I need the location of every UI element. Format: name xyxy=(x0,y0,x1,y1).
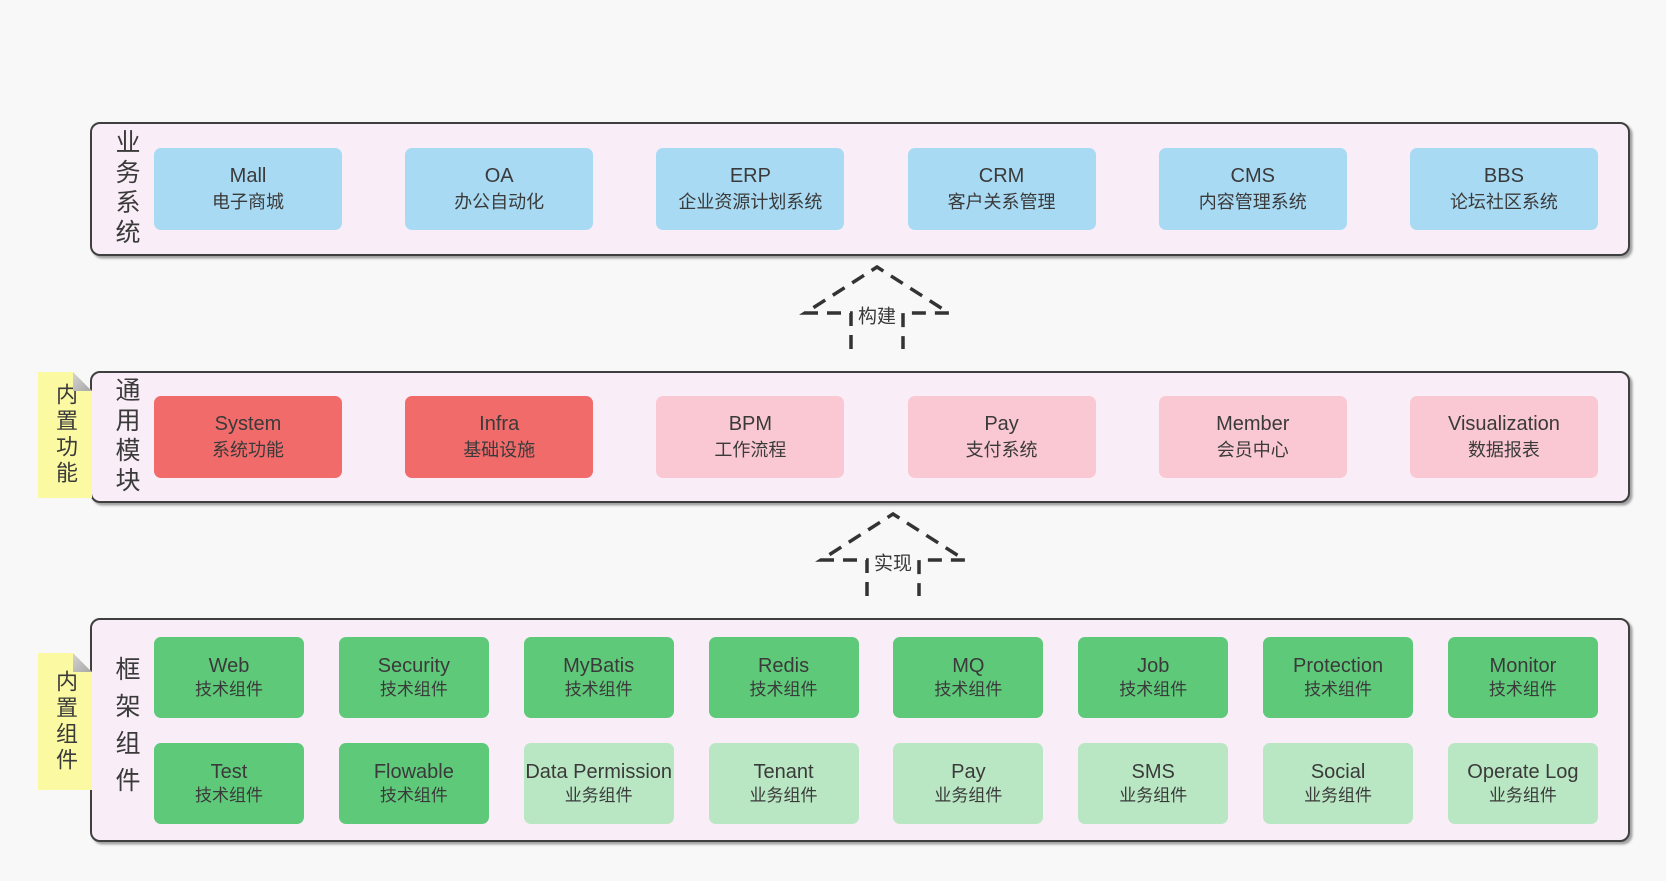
arrow-build-label: 构建 xyxy=(853,299,901,331)
box-flowable: Flowable 技术组件 xyxy=(338,742,489,824)
box-operate-log: Operate Log 业务组件 xyxy=(1447,742,1598,824)
box-job: Job 技术组件 xyxy=(1078,636,1229,718)
box-visualization: Visualization 数据报表 xyxy=(1409,396,1598,478)
box-bpm: BPM 工作流程 xyxy=(656,396,845,478)
arrow-build: 构建 xyxy=(797,261,957,349)
box-protection: Protection 技术组件 xyxy=(1263,636,1414,718)
box-monitor: Monitor 技术组件 xyxy=(1447,636,1598,718)
box-oa: OA 办公自动化 xyxy=(405,148,594,230)
sticky-built-in-features: 内置功能 xyxy=(38,372,92,498)
box-security: Security 技术组件 xyxy=(338,636,489,718)
box-redis: Redis 技术组件 xyxy=(708,636,859,718)
box-data-permission: Data Permission 业务组件 xyxy=(523,742,674,824)
band-business-systems-label: 业务系统 xyxy=(112,129,140,249)
box-bbs: BBS 论坛社区系统 xyxy=(1409,148,1598,230)
box-tenant: Tenant 业务组件 xyxy=(708,742,859,824)
business-systems-boxes: Mall 电子商城 OA 办公自动化 ERP 企业资源计划系统 CRM 客户关系… xyxy=(144,148,1628,230)
box-sms: SMS 业务组件 xyxy=(1078,742,1229,824)
dashed-up-arrow-icon xyxy=(815,511,971,596)
box-cms: CMS 内容管理系统 xyxy=(1158,148,1347,230)
band-framework-components: 框架组件 Web 技术组件 Security 技术组件 MyBatis 技术组件… xyxy=(90,618,1630,842)
box-mybatis: MyBatis 技术组件 xyxy=(523,636,674,718)
band-business-systems: 业务系统 Mall 电子商城 OA 办公自动化 ERP 企业资源计划系统 CRM… xyxy=(90,122,1630,256)
box-mq: MQ 技术组件 xyxy=(893,636,1044,718)
framework-components-grid: Web 技术组件 Security 技术组件 MyBatis 技术组件 Redi… xyxy=(144,636,1628,824)
box-crm: CRM 客户关系管理 xyxy=(907,148,1096,230)
box-erp: ERP 企业资源计划系统 xyxy=(656,148,845,230)
dashed-up-arrow-icon xyxy=(799,264,955,349)
box-social: Social 业务组件 xyxy=(1263,742,1414,824)
common-modules-boxes: System 系统功能 Infra 基础设施 BPM 工作流程 Pay 支付系统… xyxy=(144,396,1628,478)
arrow-implement: 实现 xyxy=(813,508,973,596)
box-infra: Infra 基础设施 xyxy=(405,396,594,478)
box-member: Member 会员中心 xyxy=(1158,396,1347,478)
box-pay-component: Pay 业务组件 xyxy=(893,742,1044,824)
sticky-built-in-components: 内置组件 xyxy=(38,653,92,790)
box-mall: Mall 电子商城 xyxy=(154,148,342,230)
band-common-modules: 通用模块 System 系统功能 Infra 基础设施 BPM 工作流程 Pay… xyxy=(90,371,1630,503)
band-framework-components-label: 框架组件 xyxy=(112,656,140,804)
box-test: Test 技术组件 xyxy=(154,742,304,824)
box-pay-module: Pay 支付系统 xyxy=(907,396,1096,478)
arrow-implement-label: 实现 xyxy=(869,546,917,578)
band-common-modules-label: 通用模块 xyxy=(112,377,140,497)
box-system: System 系统功能 xyxy=(154,396,342,478)
box-web: Web 技术组件 xyxy=(154,636,304,718)
